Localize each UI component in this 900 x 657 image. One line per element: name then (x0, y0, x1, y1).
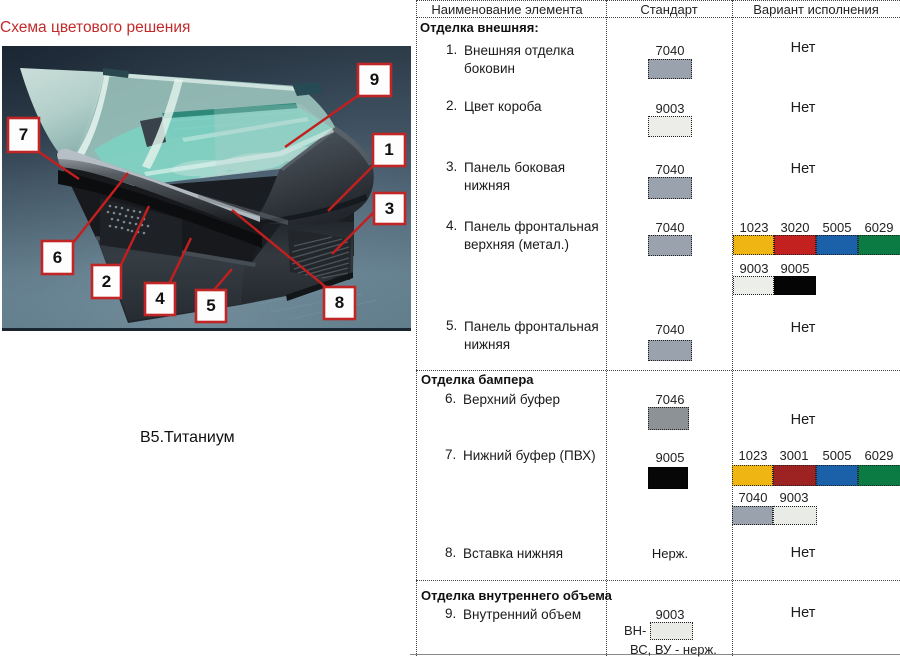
svg-text:1: 1 (384, 140, 393, 159)
svg-text:9: 9 (370, 70, 379, 89)
svg-text:7: 7 (19, 125, 28, 144)
svg-text:5: 5 (206, 296, 215, 315)
svg-text:8: 8 (335, 293, 344, 312)
svg-text:4: 4 (155, 289, 165, 308)
svg-text:2: 2 (102, 272, 111, 291)
svg-text:6: 6 (53, 248, 62, 267)
svg-text:3: 3 (385, 199, 394, 218)
